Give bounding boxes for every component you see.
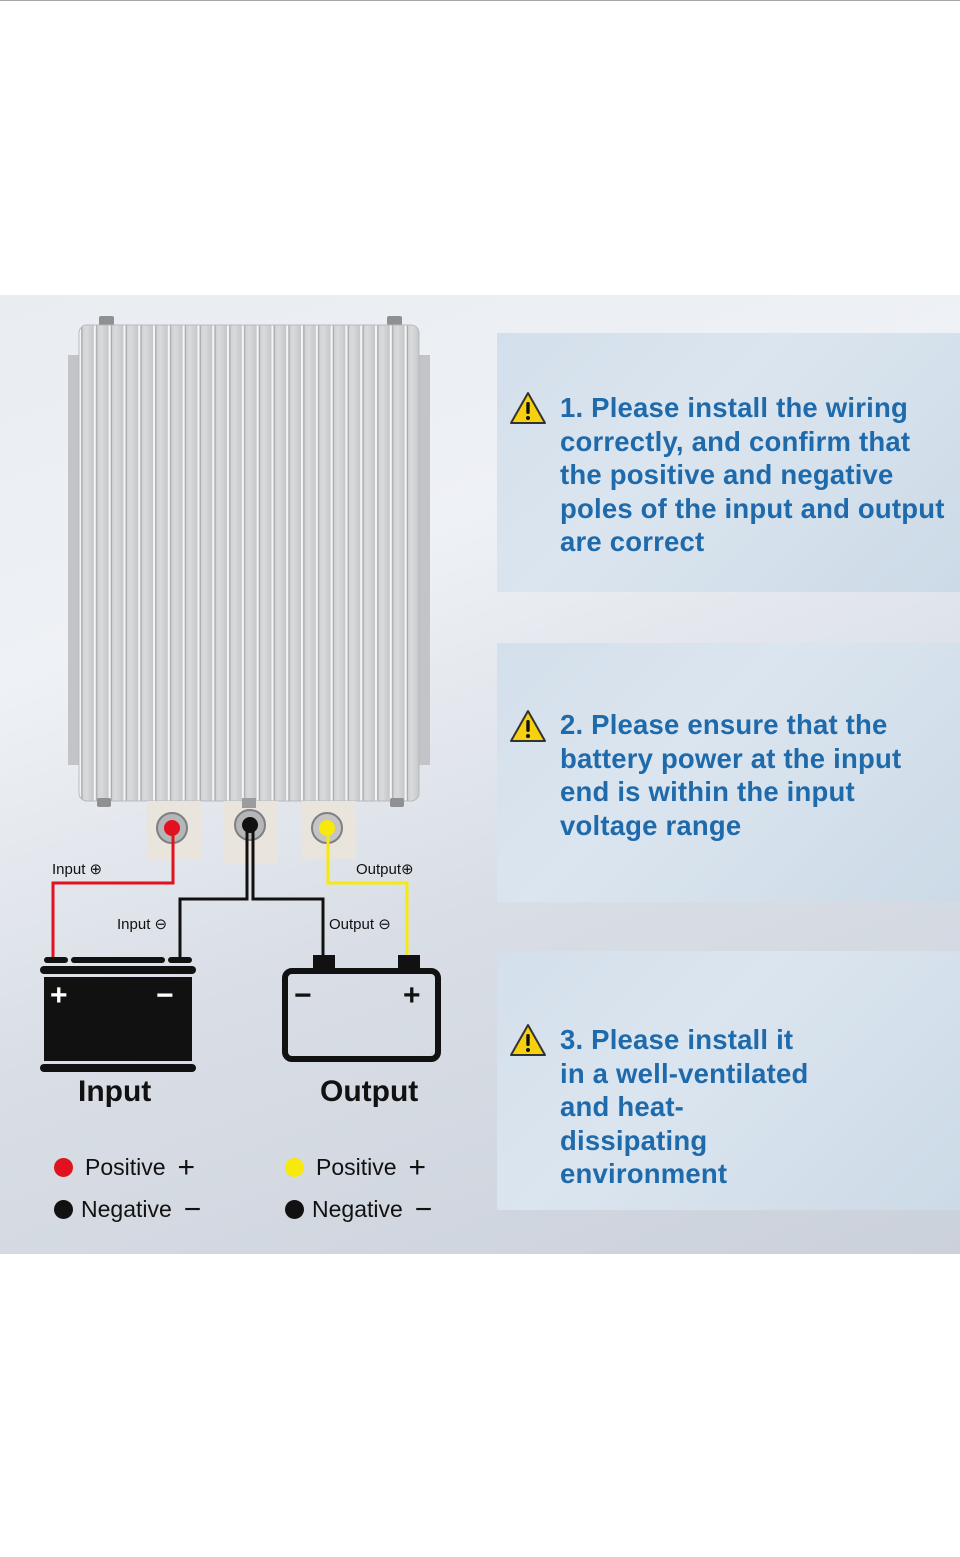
label-input-negative: Input ⊖	[117, 916, 168, 933]
output-positive-terminal	[319, 820, 335, 836]
label-output-positive: Output⊕	[356, 861, 414, 878]
output-battery-icon	[282, 955, 441, 1062]
output-battery-minus-sign: −	[294, 979, 312, 1012]
black-dot-icon	[285, 1200, 304, 1219]
warning-icon	[510, 392, 546, 424]
black-dot-icon	[54, 1200, 73, 1219]
legend-input-positive: Positive +	[54, 1151, 196, 1184]
legend-output-negative: Negative −	[285, 1193, 433, 1226]
minus-sign: −	[414, 1193, 433, 1226]
input-battery-plus-sign: +	[50, 979, 68, 1012]
input-positive-terminal	[164, 820, 180, 836]
top-divider	[0, 0, 960, 1]
negative-terminal	[242, 817, 258, 833]
note-card-3: 3. Please install it in a well-ventilate…	[497, 951, 960, 1210]
minus-sign: −	[183, 1193, 202, 1226]
wire-output-negative	[251, 830, 325, 958]
converter-heatsink-body	[78, 324, 420, 802]
red-dot-icon	[54, 1158, 73, 1177]
yellow-dot-icon	[285, 1158, 304, 1177]
legend-input-negative: Negative −	[54, 1193, 202, 1226]
screw-icon	[99, 316, 114, 326]
product-image-panel: Input ⊕ Output⊕ Input ⊖ Output ⊖ + − − +…	[0, 295, 960, 1254]
legend-label: Negative	[312, 1196, 403, 1222]
legend-label: Positive	[85, 1154, 166, 1180]
input-battery-minus-sign: −	[156, 979, 174, 1012]
wiring-diagram	[40, 316, 441, 1072]
note-text: 2. Please ensure that the battery power …	[560, 709, 902, 841]
legend-output-positive: Positive +	[285, 1151, 427, 1184]
output-battery-plus-sign: +	[403, 979, 421, 1012]
label-output-negative: Output ⊖	[329, 916, 391, 933]
wire-input-negative	[178, 830, 249, 958]
legend-label: Positive	[316, 1154, 397, 1180]
note-text: 1. Please install the wiring correctly, …	[560, 392, 945, 557]
input-battery-icon	[40, 957, 196, 1072]
warning-icon	[510, 1024, 546, 1056]
output-battery-title: Output	[320, 1075, 419, 1108]
cable-gland-nut	[242, 798, 256, 808]
plus-sign: +	[408, 1151, 427, 1184]
label-input-positive: Input ⊕	[52, 861, 103, 878]
screw-icon	[97, 798, 111, 807]
wire-input-positive	[51, 832, 175, 958]
legend-label: Negative	[81, 1196, 172, 1222]
wire-output-positive	[326, 832, 409, 958]
input-battery-title: Input	[78, 1075, 152, 1108]
screw-icon	[390, 798, 404, 807]
note-card-1: 1. Please install the wiring correctly, …	[497, 333, 960, 592]
plus-sign: +	[177, 1151, 196, 1184]
note-text: 3. Please install it in a well-ventilate…	[560, 1024, 809, 1189]
warning-icon	[510, 710, 546, 742]
note-card-2: 2. Please ensure that the battery power …	[497, 643, 960, 902]
screw-icon	[387, 316, 402, 326]
